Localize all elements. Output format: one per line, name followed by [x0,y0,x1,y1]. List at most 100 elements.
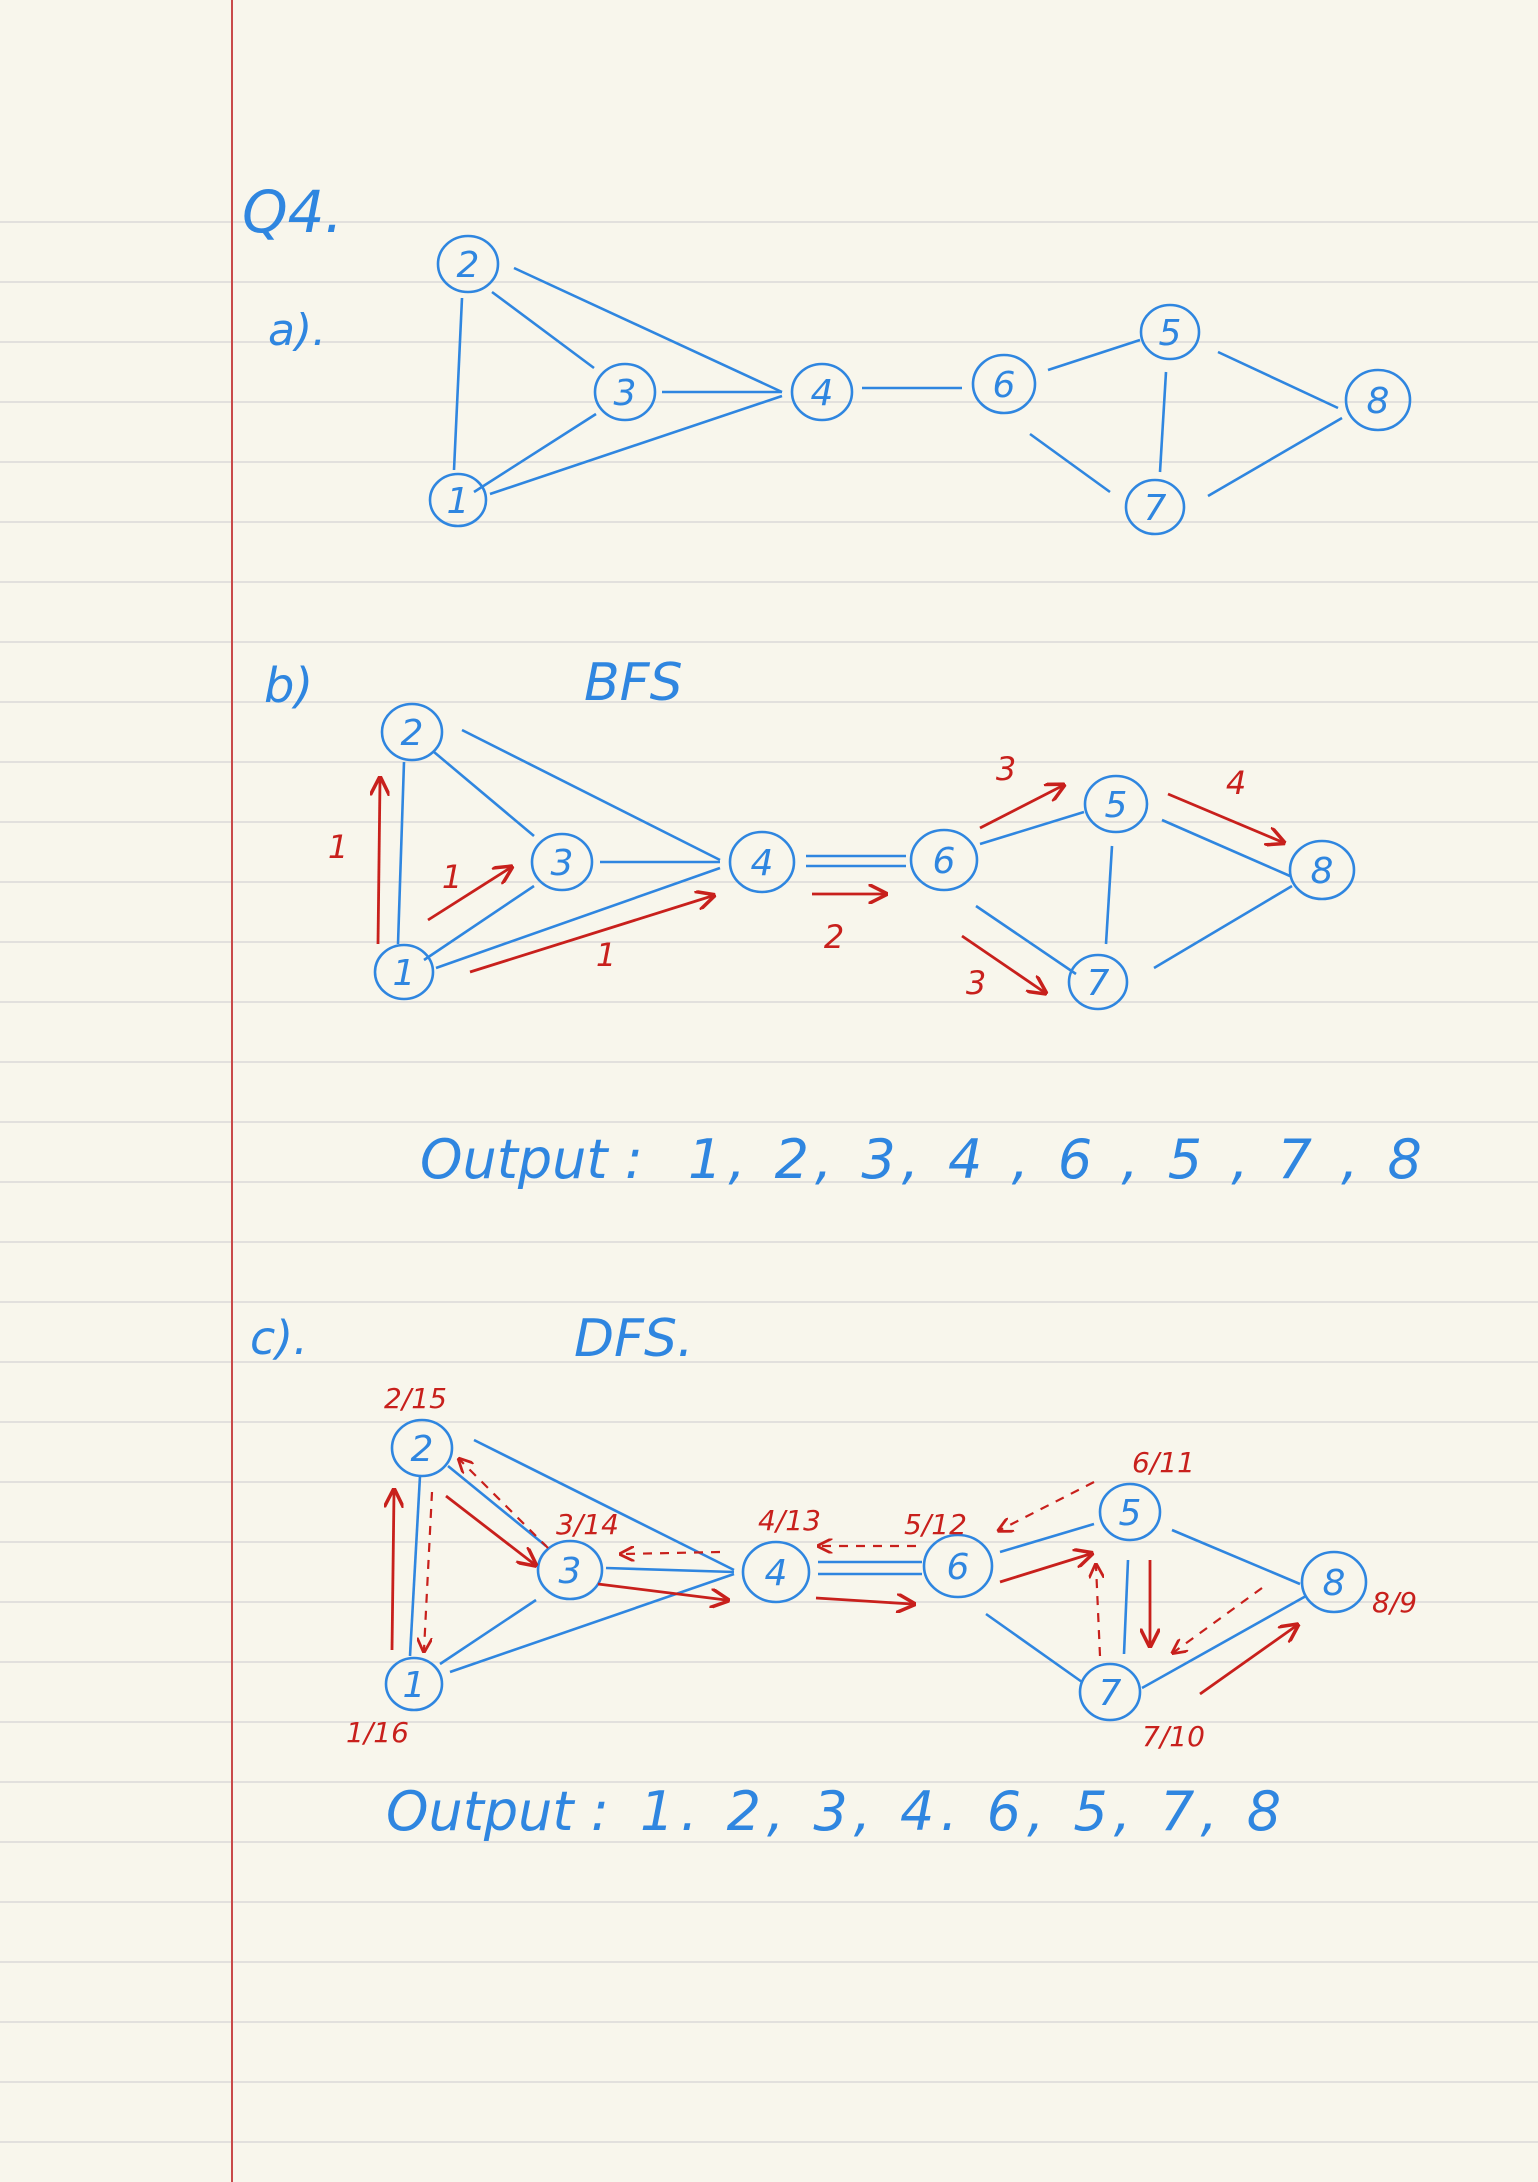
node-6 [922,1533,994,1599]
bfs-arrow-1-2 [378,780,380,945]
node-4-label: 4 [765,1553,788,1594]
bfs-level-label: 1 [442,858,462,896]
bfs-arrow-5-8 [1167,792,1282,842]
dfs-backtrack-arrows [424,1460,1263,1657]
graph-c [384,1418,1368,1722]
node-4-label: 4 [811,373,834,414]
edge-2-3 [433,751,535,837]
part-a-label: a). [268,305,326,356]
node-7-label: 7 [1087,963,1110,1004]
dfs-time-node-7: 7/10 [1142,1720,1205,1753]
bfs-traversal-arrows [378,780,1282,992]
bfs-output-value: 1, 2, 3, 4 , 6 , 5 , 7 , 8 [688,1128,1428,1191]
edge-1-2 [408,1475,422,1657]
dfs-time-node-1: 1/16 [346,1716,409,1749]
edge-1-4 [435,866,721,970]
bfs-arrow-1-4 [469,896,712,974]
node-8 [1300,1550,1368,1614]
edge-1-3 [423,884,535,962]
graph-c-labels: 1 2 3 4 5 6 7 8 [403,1429,1346,1714]
edge-5-8 [1217,350,1339,410]
dfs-time-node-2: 2/15 [384,1382,447,1415]
node-6-label: 6 [947,1547,970,1588]
dfs-tree-arrows [392,1492,1296,1696]
node-5-label: 5 [1105,785,1128,826]
dfs-arrow-7-8 [1199,1626,1296,1696]
edge-6-5 [979,810,1085,846]
edge-1-2 [452,297,464,471]
bfs-level-label: 4 [1226,764,1246,802]
edge-7-8 [1153,884,1293,970]
node-8-label: 8 [1367,381,1390,422]
question-label: Q4. [242,178,343,246]
edge-2-4 [513,266,783,394]
dfs-back-3-2 [460,1460,549,1549]
edge-6-5 [999,1522,1095,1554]
node-3 [530,832,594,892]
edge-2-4 [473,1438,735,1572]
node-1-label: 1 [393,953,416,994]
bfs-title: BFS [584,653,683,713]
bfs-level-label: 1 [328,828,348,866]
dfs-arrow-1-2 [392,1492,394,1651]
node-7 [1078,1662,1142,1722]
dfs-back-5-6 [1000,1481,1095,1530]
dfs-time-node-6: 5/12 [904,1508,967,1541]
dfs-title: DFS. [574,1309,694,1369]
node-3-label: 3 [614,373,637,414]
node-7-label: 7 [1099,1673,1122,1714]
node-8-label: 8 [1323,1563,1346,1604]
edge-6-7 [975,904,1077,976]
bfs-level-label: 1 [596,936,616,974]
node-7 [1124,478,1186,536]
dfs-output-value: 1. 2, 3, 4. 6, 5, 7, 8 [640,1780,1287,1843]
node-2-label: 2 [401,713,424,754]
edge-5-7 [1158,371,1168,473]
node-5-label: 5 [1119,1493,1142,1534]
graph-a [428,234,1412,536]
edge-1-4 [449,1572,735,1674]
node-2 [380,702,444,762]
edge-5-8 [1171,1528,1301,1586]
part-c-label: c). [250,1311,308,1365]
node-1 [373,943,435,1001]
dfs-arrow-4-6 [815,1598,912,1604]
node-3 [536,1539,604,1601]
edge-2-4 [461,728,721,862]
edge-3-4 [605,1566,735,1574]
edge-1-2 [396,761,406,945]
bfs-level-label: 2 [824,918,844,956]
dfs-arrow-6-5 [999,1554,1090,1584]
edge-7-8 [1207,416,1343,498]
bfs-arrow-labels: 1 1 1 2 3 3 4 [328,750,1246,1002]
node-1 [384,1656,444,1712]
graph-a-labels: 1 2 3 4 5 6 7 8 [447,245,1390,529]
edge-1-3 [473,412,597,494]
node-1-label: 1 [447,481,470,522]
node-3 [593,362,657,422]
edge-5-8 [1161,818,1291,878]
node-6-label: 6 [993,365,1016,406]
bfs-level-label: 3 [996,750,1016,788]
node-6-label: 6 [933,841,956,882]
node-4 [741,1540,811,1604]
node-8 [1288,839,1356,901]
edge-2-3 [447,1464,547,1548]
dfs-time-node-3: 3/14 [556,1508,619,1541]
edge-7-8 [1141,1594,1307,1690]
node-2 [390,1418,454,1478]
bfs-arrow-1-3 [427,868,510,922]
node-8-label: 8 [1311,851,1334,892]
node-3-label: 3 [559,1551,582,1592]
edge-6-7 [985,1612,1083,1684]
node-5 [1083,774,1149,834]
dfs-discovery-finish-times: 1/16 2/15 3/14 4/13 5/12 6/11 7/10 8/9 [346,1382,1417,1753]
dfs-back-7-5 [1096,1566,1100,1657]
bfs-arrow-6-7 [961,934,1044,992]
edge-5-7 [1104,845,1114,945]
node-7-label: 7 [1144,488,1167,529]
bfs-output-label: Output : [420,1128,643,1191]
dfs-arrow-3-4 [597,1582,726,1600]
dfs-time-node-5: 6/11 [1132,1446,1195,1479]
